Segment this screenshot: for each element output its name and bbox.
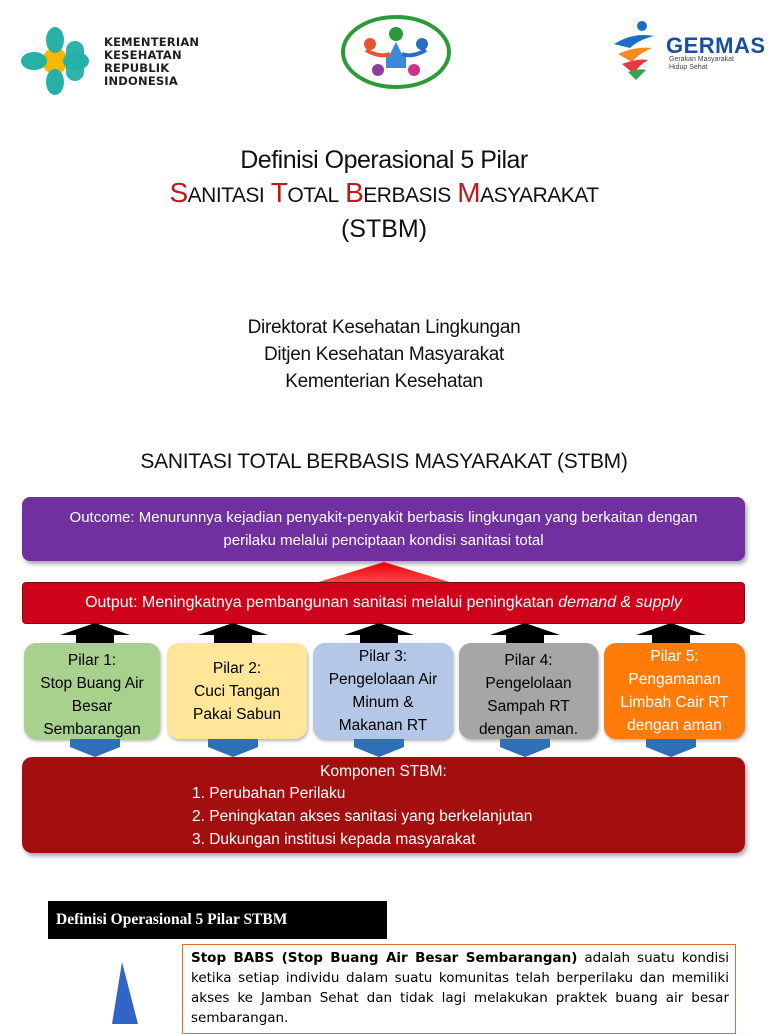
definition-term: Stop BABS (Stop Buang Air Besar Sembaran… bbox=[191, 950, 578, 966]
output-to-outcome-arrow bbox=[312, 562, 456, 584]
title-word-sanitasi: anitasi bbox=[187, 184, 265, 207]
pillar-2: Pilar 2: Cuci Tangan Pakai Sabun bbox=[167, 643, 307, 739]
page-title: Definisi Operasional 5 Pilar Sanitasi To… bbox=[0, 144, 768, 245]
germas-logo bbox=[614, 21, 654, 80]
kemenkes-logo bbox=[21, 27, 89, 95]
title-cap-m: M bbox=[457, 177, 481, 208]
outcome-line-1: Outcome: Menurunnya kejadian penyakit-pe… bbox=[69, 509, 698, 526]
output-text: Output: Meningkatnya pembangunan sanitas… bbox=[85, 594, 559, 611]
pillar-down-arrows bbox=[70, 739, 696, 757]
title-word-total: otal bbox=[287, 184, 339, 207]
org-line-3: Kementerian Kesehatan bbox=[285, 371, 483, 392]
pillar-3: Pilar 3: Pengelolaan Air Minum & Makanan… bbox=[313, 643, 453, 739]
organization-block: Direktorat Kesehatan Lingkungan Ditjen K… bbox=[0, 314, 768, 395]
org-line-2: Ditjen Kesehatan Masyarakat bbox=[263, 344, 505, 365]
org-line-1: Direktorat Kesehatan Lingkungan bbox=[247, 317, 521, 338]
output-box: Output: Meningkatnya pembangunan sanitas… bbox=[22, 582, 745, 624]
komponen-item-3: 3. Dukungan institusi kepada masyarakat bbox=[192, 831, 476, 848]
stbm-logo bbox=[341, 15, 451, 89]
title-cap-s: S bbox=[169, 177, 188, 208]
outcome-line-2: perilaku melalui penciptaan kondisi sani… bbox=[223, 532, 544, 549]
definition-text: adalah suatu kondisi ketika setiap indiv… bbox=[191, 950, 729, 1026]
komponen-item-2: 2. Peningkatan akses sanitasi yang berke… bbox=[192, 808, 533, 825]
title-line-3: (STBM) bbox=[340, 215, 428, 243]
pillar-5: Pilar 5: Pengamanan Limbah Cair RT denga… bbox=[604, 643, 745, 739]
outcome-box: Outcome: Menurunnya kejadian penyakit-pe… bbox=[22, 497, 745, 561]
title-word-berbasis: erbasis bbox=[363, 184, 451, 207]
pillar-1: Pilar 1: Stop Buang Air Besar Sembaranga… bbox=[24, 643, 160, 739]
output-emphasis: demand & supply bbox=[558, 594, 682, 611]
title-line-2: Sanitasi Total Berbasis Masyarakat bbox=[0, 176, 768, 213]
germas-subtitle: Gerakan Masyarakat Hidup Sehat bbox=[669, 56, 734, 71]
definition-box: Stop BABS (Stop Buang Air Besar Sembaran… bbox=[182, 944, 736, 1034]
title-cap-b: B bbox=[345, 177, 364, 208]
definition-header: Definisi Operasional 5 Pilar STBM bbox=[48, 901, 387, 939]
blue-triangle-shape bbox=[112, 962, 138, 1024]
title-word-masyarakat: asyarakat bbox=[480, 184, 599, 207]
diagram-heading: SANITASI TOTAL BERBASIS MASYARAKAT (STBM… bbox=[140, 450, 628, 473]
germas-title: GERMAS bbox=[666, 33, 766, 58]
kemenkes-wordmark: KEMENTERIAN KESEHATAN REPUBLIK INDONESIA bbox=[104, 35, 200, 88]
komponen-title: Komponen STBM: bbox=[320, 763, 447, 780]
title-cap-t: T bbox=[270, 177, 288, 208]
pillar-up-arrows bbox=[60, 623, 706, 645]
komponen-item-1: 1. Perubahan Perilaku bbox=[192, 785, 346, 802]
pillar-4: Pilar 4: Pengelolaan Sampah RT dengan am… bbox=[459, 643, 598, 739]
komponen-box: Komponen STBM: 1. Perubahan Perilaku 2. … bbox=[22, 757, 745, 853]
title-line-1: Definisi Operasional 5 Pilar bbox=[240, 146, 528, 174]
